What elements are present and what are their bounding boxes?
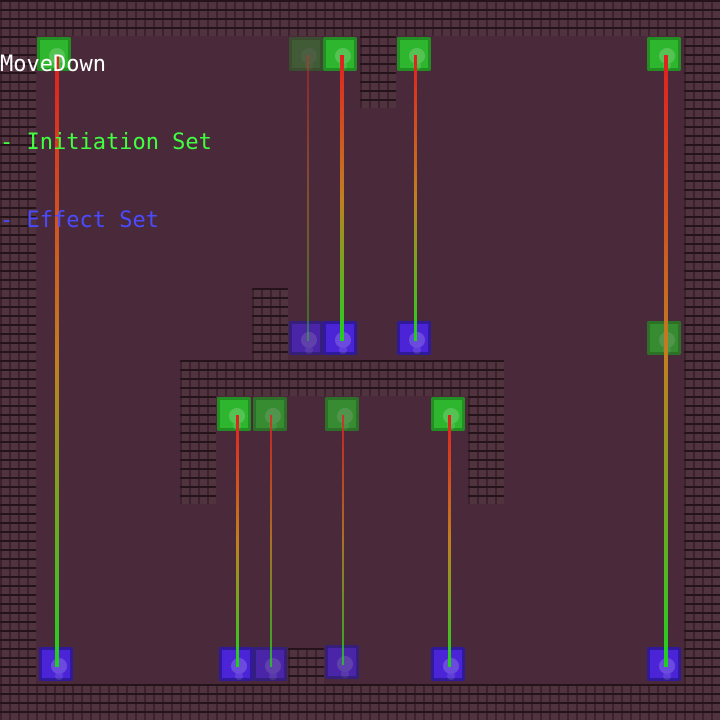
arrow: [448, 415, 451, 667]
wall-center-bar: [180, 360, 504, 396]
wall-bottom-stub: [288, 648, 324, 684]
wall-right: [684, 0, 720, 720]
wall-pillar: [252, 288, 288, 360]
wall-center-left-leg: [180, 396, 216, 504]
arrow: [307, 55, 309, 341]
wall-center-right-leg: [468, 396, 504, 504]
wall-top: [0, 0, 720, 36]
initiation-tile: [217, 397, 251, 431]
legend-title: MoveDown: [0, 52, 106, 77]
arrow: [236, 415, 239, 667]
wall-left: [0, 0, 36, 720]
legend-effect-set: - Effect Set: [0, 208, 159, 233]
wall-bottom: [0, 684, 720, 720]
arrow: [340, 55, 344, 341]
legend-initiation-set: - Initiation Set: [0, 130, 212, 155]
legend: MoveDown - Initiation Set - Effect Set: [0, 0, 212, 286]
arrow: [664, 55, 668, 667]
arrow: [414, 55, 417, 341]
arrow: [270, 415, 272, 667]
wall-top-stub: [360, 36, 396, 108]
arrow: [342, 415, 344, 665]
arrow: [55, 55, 59, 667]
